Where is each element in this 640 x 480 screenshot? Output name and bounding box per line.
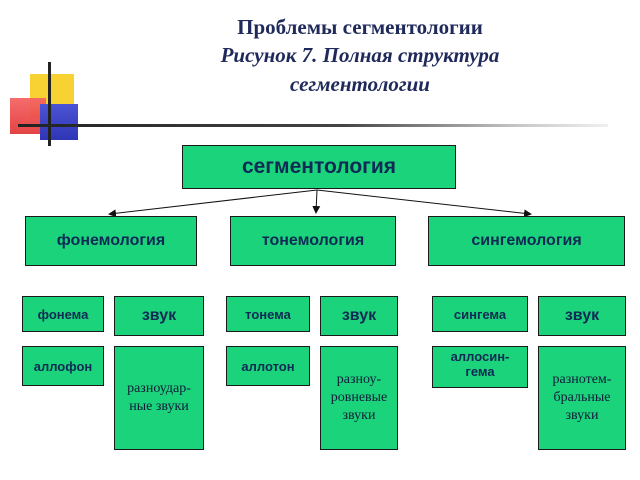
branch-singemologiya: сингемология xyxy=(428,216,625,266)
variant-label-line: бральные xyxy=(553,390,611,405)
variant-label-line: разноудар- xyxy=(127,381,191,396)
unit-tonema: тонема xyxy=(226,296,310,332)
variant-label: аллофон xyxy=(33,358,93,374)
unit-label: фонема xyxy=(37,306,89,322)
title-line-2: Рисунок 7. Полная структура xyxy=(220,43,500,67)
variant-label-line: звуки xyxy=(565,408,599,423)
branch-label: фонемология xyxy=(56,232,166,249)
title-line-1: Проблемы сегментологии xyxy=(237,15,483,39)
variant-label-line: гема xyxy=(465,364,495,379)
decor-vertical-line xyxy=(48,62,51,146)
variant-label-line: звуки xyxy=(342,408,376,423)
branch-fonemologiya: фонемология xyxy=(25,216,197,266)
variant-label-line: ровневые xyxy=(330,390,388,405)
decor-blue-square xyxy=(40,104,78,140)
unit-zvuk-3: звук xyxy=(538,296,626,336)
branch-tonemologiya: тонемология xyxy=(230,216,396,266)
variant-allofon: аллофон xyxy=(22,346,104,386)
unit-label: тонема xyxy=(245,306,291,322)
variant-label-line: ные звуки xyxy=(129,399,189,414)
variant-raznotembralnye-zvuki: разнотем- бральные звуки xyxy=(538,346,626,450)
variant-label-line: разноу- xyxy=(336,372,382,387)
unit-zvuk-1: звук xyxy=(114,296,204,336)
unit-singema: сингема xyxy=(432,296,528,332)
branch-label: тонемология xyxy=(261,232,365,249)
variant-label-line: аллосин- xyxy=(450,349,510,364)
unit-label: сингема xyxy=(453,306,507,322)
decor-horizontal-rule xyxy=(18,124,608,127)
variant-raznoudarnye-zvuki: разноудар- ные звуки xyxy=(114,346,204,450)
unit-fonema: фонема xyxy=(22,296,104,332)
variant-label: аллотон xyxy=(241,358,295,374)
root-label: сегментология xyxy=(241,155,397,178)
root-segmentologiya: сегментология xyxy=(182,145,456,189)
arrow-to-fonemologiya xyxy=(108,189,318,218)
unit-label: звук xyxy=(341,307,377,324)
arrow-to-tonemologiya xyxy=(312,189,321,214)
unit-label: звук xyxy=(564,307,600,324)
variant-allosingema: аллосин- гема xyxy=(432,346,528,388)
variant-alloton: аллотон xyxy=(226,346,310,386)
unit-label: звук xyxy=(141,307,177,324)
slide-title: Проблемы сегментологии Рисунок 7. Полная… xyxy=(140,14,580,99)
branch-label: сингемология xyxy=(471,232,582,249)
title-line-3: сегментологии xyxy=(290,72,430,96)
variant-raznourovnevye-zvuki: разноу- ровневые звуки xyxy=(320,346,398,450)
arrow-to-singemologiya xyxy=(316,189,532,218)
unit-zvuk-2: звук xyxy=(320,296,398,336)
variant-label-line: разнотем- xyxy=(552,372,612,387)
